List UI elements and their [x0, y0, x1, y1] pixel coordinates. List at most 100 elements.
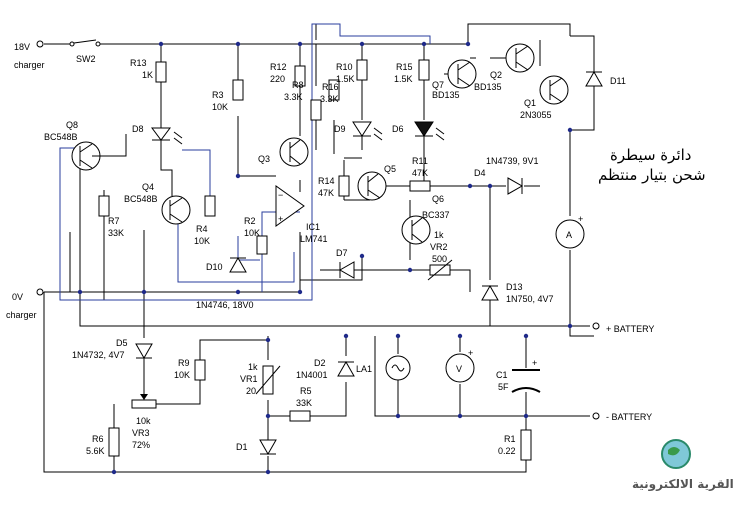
svg-text:D9: D9: [334, 124, 346, 134]
transistor-q3: Q3: [258, 137, 309, 167]
resistor-r5: R5 33K: [289, 386, 312, 422]
svg-text:+: +: [278, 214, 283, 224]
capacitor-c1: + C1 5F: [496, 358, 541, 393]
svg-text:33K: 33K: [108, 228, 124, 238]
svg-text:3.3K: 3.3K: [320, 94, 339, 104]
diode-d7: D7: [336, 248, 355, 279]
svg-text:BC337: BC337: [422, 210, 450, 220]
svg-text:−: −: [278, 190, 283, 200]
svg-text:10k: 10k: [136, 416, 151, 426]
svg-text:1N750, 4V7: 1N750, 4V7: [506, 294, 554, 304]
svg-text:R15: R15: [396, 62, 413, 72]
resistor-r6: R6 5.6K: [86, 427, 120, 457]
svg-text:D8: D8: [132, 124, 144, 134]
svg-text:BD135: BD135: [432, 90, 460, 100]
voltmeter: V +: [445, 348, 475, 383]
pot-vr2: 1k VR2 500: [427, 230, 453, 281]
resistor-r9: R9 10K: [174, 358, 206, 381]
resistor-r13: R13 1K: [130, 58, 167, 83]
led-d9: D9: [334, 121, 383, 141]
svg-text:R4: R4: [196, 224, 208, 234]
svg-text:10K: 10K: [212, 102, 228, 112]
svg-text:10K: 10K: [244, 228, 260, 238]
diode-d1: D1: [236, 439, 277, 456]
svg-text:R10: R10: [336, 62, 353, 72]
pot-vr3: 10k VR3 72%: [131, 394, 157, 450]
junction-dots: [77, 41, 573, 475]
diode-d11: D11: [585, 70, 626, 87]
transistor-q6: Q6 BC337: [401, 194, 450, 245]
svg-text:D6: D6: [392, 124, 404, 134]
svg-text:R12: R12: [270, 62, 287, 72]
svg-text:Q4: Q4: [142, 182, 154, 192]
resistor-r3: R3 10K: [212, 79, 244, 112]
svg-text:C1: C1: [496, 370, 508, 380]
svg-text:R6: R6: [92, 434, 104, 444]
svg-text:Q2: Q2: [490, 70, 502, 80]
transistor-q5: Q5: [357, 164, 396, 201]
svg-text:10K: 10K: [194, 236, 210, 246]
resistor-r16: R16 3.3K: [320, 79, 340, 104]
svg-text:R11: R11: [412, 156, 428, 166]
svg-text:Q6: Q6: [432, 194, 444, 204]
svg-text:R3: R3: [212, 90, 224, 100]
svg-text:2N3055: 2N3055: [520, 110, 552, 120]
resistor-r1: R1 0.22: [498, 429, 532, 461]
opamp-ic1: − + IC1 LM741: [275, 185, 328, 244]
svg-text:R2: R2: [244, 216, 256, 226]
svg-text:LM741: LM741: [300, 234, 328, 244]
svg-text:R9: R9: [178, 358, 190, 368]
resistor-r2: R2 10K: [244, 216, 268, 255]
svg-text:D1: D1: [236, 442, 248, 452]
svg-text:+: +: [468, 348, 473, 358]
svg-text:0.22: 0.22: [498, 446, 516, 456]
svg-text:D13: D13: [506, 282, 523, 292]
svg-text:R14: R14: [318, 176, 335, 186]
svg-text:72%: 72%: [132, 440, 150, 450]
transistor-q2: Q2 BD135: [474, 43, 535, 92]
resistor-r12: R12 220: [270, 62, 306, 87]
svg-text:D11: D11: [610, 76, 626, 86]
site-logo: القرية الالكترونية: [632, 439, 734, 492]
svg-text:1.5K: 1.5K: [336, 74, 355, 84]
resistor-r7: R7 33K: [98, 195, 124, 238]
svg-text:charger: charger: [6, 310, 37, 320]
svg-text:R8: R8: [292, 80, 304, 90]
feedback-wiring: [59, 23, 431, 301]
svg-text:5.6K: 5.6K: [86, 446, 105, 456]
terminal-0v: 0V charger: [6, 288, 44, 320]
svg-text:Q5: Q5: [384, 164, 396, 174]
svg-text:5F: 5F: [498, 382, 509, 392]
svg-text:+: +: [578, 214, 583, 224]
svg-text:R1: R1: [504, 434, 516, 444]
svg-text:1N4746, 18V0: 1N4746, 18V0: [196, 300, 254, 310]
svg-text:D10: D10: [206, 262, 223, 272]
title-line-2: شحن بتيار منتظم: [598, 166, 706, 184]
transistor-q7: Q7 BD135: [432, 59, 477, 100]
svg-text:IC1: IC1: [306, 222, 320, 232]
ammeter: A +: [555, 214, 585, 249]
terminal-minus-battery: - BATTERY: [592, 412, 652, 422]
led-d8: D8: [132, 124, 183, 145]
lamp-la1: LA1: [356, 355, 411, 381]
transistor-q8: Q8 BC548B: [44, 120, 104, 171]
svg-text:1.5K: 1.5K: [394, 74, 413, 84]
switch-sw2: SW2: [69, 39, 101, 64]
svg-text:D2: D2: [314, 358, 326, 368]
transistor-q4: Q4 BC548B: [124, 182, 191, 225]
svg-text:47K: 47K: [412, 168, 428, 178]
svg-text:1K: 1K: [142, 70, 153, 80]
svg-text:Q1: Q1: [524, 98, 536, 108]
resistor-r14: R14 47K: [318, 175, 350, 198]
svg-text:القرية الالكترونية: القرية الالكترونية: [632, 477, 734, 492]
terminal-plus-battery: + BATTERY: [592, 322, 654, 334]
svg-text:1N4001: 1N4001: [296, 370, 328, 380]
svg-text:47K: 47K: [318, 188, 334, 198]
svg-text:BC548B: BC548B: [124, 194, 158, 204]
zener-d4: 1N4739, 9V1 D4: [474, 156, 539, 195]
svg-text:charger: charger: [14, 60, 45, 70]
resistor-r11: R11 47K: [409, 156, 431, 192]
svg-text:D5: D5: [116, 338, 128, 348]
svg-text:R13: R13: [130, 58, 147, 68]
